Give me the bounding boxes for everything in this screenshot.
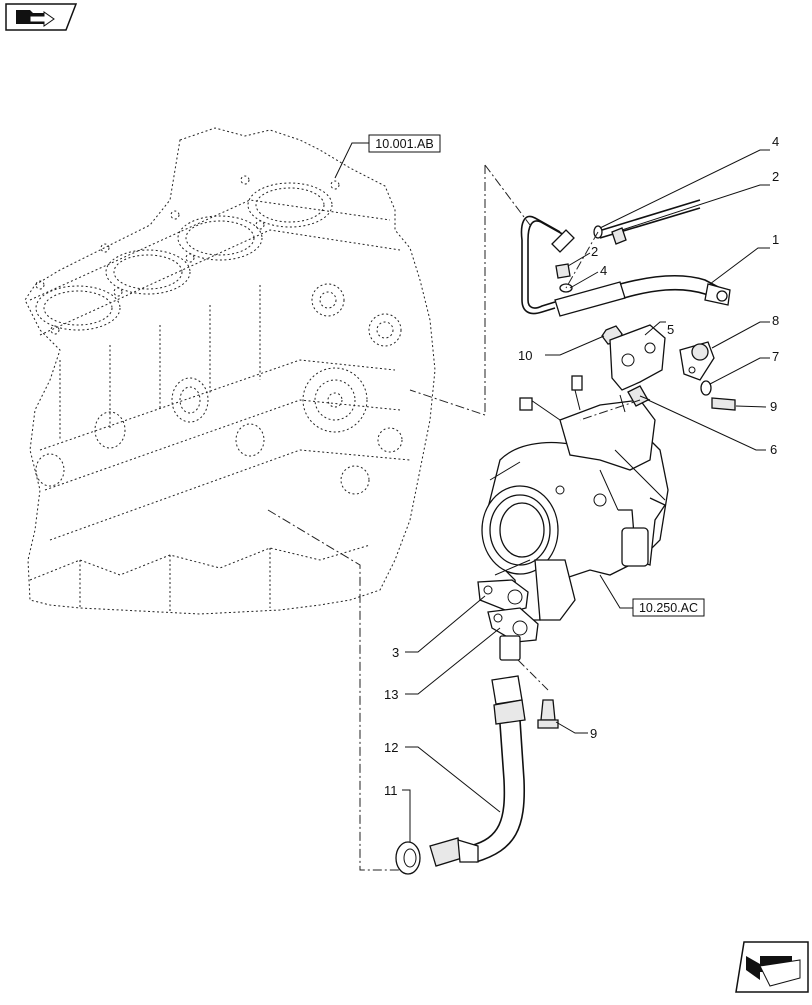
svg-text:11: 11 (384, 783, 398, 798)
callout-9-top: 9 (735, 399, 777, 414)
svg-text:5: 5 (667, 322, 674, 337)
engine-block-drawing (24, 127, 436, 615)
svg-text:6: 6 (770, 442, 777, 457)
svg-text:3: 3 (392, 645, 399, 660)
callout-10: 10 (518, 335, 605, 363)
callout-6: 6 (647, 399, 777, 457)
callout-2-mid: 2 (567, 244, 598, 267)
svg-text:7: 7 (772, 349, 779, 364)
callout-1: 1 (709, 232, 779, 285)
callout-4-mid: 4 (569, 263, 607, 289)
callout-8: 8 (711, 313, 779, 349)
folder-arrow-icon[interactable] (5, 3, 78, 31)
callout-12: 12 (384, 740, 501, 813)
callout-11: 11 (384, 783, 411, 842)
svg-text:13: 13 (384, 687, 398, 702)
callout-5: 5 (644, 321, 674, 337)
svg-text:10: 10 (518, 348, 532, 363)
callout-3: 3 (392, 595, 486, 660)
svg-text:4: 4 (772, 134, 779, 149)
ref-engine-block[interactable]: 10.001.AB (334, 134, 441, 179)
svg-text:1: 1 (772, 232, 779, 247)
svg-text:9: 9 (770, 399, 777, 414)
svg-text:4: 4 (600, 263, 607, 278)
assembly-lines (267, 164, 641, 871)
svg-text:2: 2 (591, 244, 598, 259)
callout-13: 13 (384, 627, 501, 702)
next-page-arrow-icon[interactable] (735, 941, 809, 993)
turbocharger-drawing (481, 375, 669, 621)
pipe-fittings (555, 199, 736, 411)
ref-turbocharger[interactable]: 10.250.AC (599, 574, 705, 617)
svg-text:8: 8 (772, 313, 779, 328)
svg-text:2: 2 (772, 169, 779, 184)
oil-drain-parts (395, 579, 559, 875)
callout-4-top: 4 (599, 134, 779, 229)
svg-text:10.001.AB: 10.001.AB (375, 137, 433, 151)
svg-text:9: 9 (590, 726, 597, 741)
callout-9-bottom: 9 (555, 721, 597, 741)
oil-feed-pipe (520, 215, 731, 317)
callout-2-top: 2 (621, 169, 779, 231)
callout-7: 7 (709, 349, 779, 385)
svg-text:10.250.AC: 10.250.AC (639, 601, 698, 615)
svg-text:12: 12 (384, 740, 398, 755)
